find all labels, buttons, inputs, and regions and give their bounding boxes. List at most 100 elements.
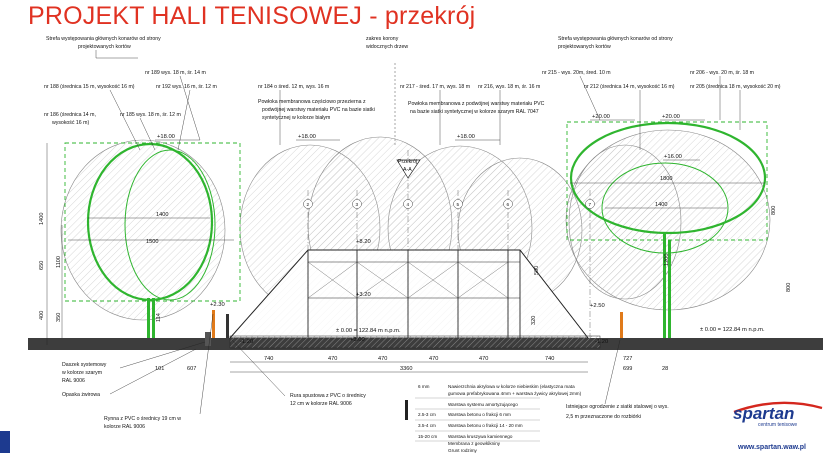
level-230: +2.30 [210, 302, 225, 308]
note-strefa-right-2: projektowanych kortów [558, 44, 611, 50]
hdim-470-d: 470 [479, 356, 488, 362]
note-tree-185: nr 185 wys. 18 m, śr. 12 m [120, 112, 181, 118]
tree-205-outline [569, 121, 767, 235]
note-tree-189: nr 189 wys. 18 m, śr. 14 m [145, 70, 206, 76]
note-zakres-1: zakres korony [366, 36, 399, 42]
level-18-right: +18.00 [457, 134, 475, 140]
trunk-3 [663, 232, 666, 340]
layer-desc: Grunt rodzimy [448, 448, 478, 453]
note-tree-217: nr 217 - śred. 17 m, wys. 18 m [400, 84, 470, 90]
level-zero-left: ± 0.00 = 122.84 m n.p.m. [336, 328, 401, 334]
axis-label: 7 [589, 202, 592, 207]
level-18-mid: +18.00 [298, 134, 316, 140]
note-strefa-right-1: Strefa występowania głównych konarów od … [558, 36, 673, 42]
gutter-left [205, 332, 211, 346]
crown-left-big [60, 139, 226, 321]
vdim-1400: 1400 [39, 213, 45, 225]
level-18-left: +18.00 [157, 134, 175, 140]
hdim-101: 101 [155, 366, 164, 372]
hdim-607: 607 [187, 366, 196, 372]
top-annotations: Strefa występowania głównych konarów od … [44, 36, 781, 126]
hdim-740-b: 740 [545, 356, 554, 362]
note-tree-205: nr 205 (średnica 18 m, wysokość 20 m) [690, 84, 781, 90]
vdim-800-a: 800 [771, 206, 777, 215]
layer-desc: Nawierzchnia akrylowa w kolorze niebiesk… [448, 384, 575, 389]
hdim-727: 727 [623, 356, 632, 362]
note-tree-192: nr 192 wys. 16 m, śr. 12 m [156, 84, 217, 90]
logo-name: spartan [733, 404, 795, 423]
note-opaska: Opaska żwirowa [62, 392, 100, 398]
axis-label: 3 [356, 202, 359, 207]
note-daszek-1: Daszek systemowy [62, 362, 107, 368]
note-rynna-2: kolorze RAL 9006 [104, 424, 145, 430]
note-ogrodzenie-2: 2,5 m przeznaczone do rozbiórki [566, 414, 641, 420]
level-20-a: +20.00 [592, 114, 610, 120]
trunk-2 [152, 298, 155, 338]
note-rynna-1: Rynna z PVC o średnicy 19 cm w [104, 416, 181, 422]
vdim-114: 114 [156, 313, 162, 322]
vdim-650: 650 [39, 261, 45, 270]
section-marker-id: A-A [403, 167, 412, 173]
downpipe-left [226, 314, 229, 338]
note-rura-1: Rura spustowa z PVC o średnicy [290, 393, 366, 399]
note-daszek-2: w kolorze szarym [62, 370, 102, 376]
layer-desc: gumowa prefabrykowana 4mm + warstwa żywi… [448, 391, 582, 396]
layer-desc: Membrana z geowłókniny [448, 441, 501, 446]
dimensions: 1400 1500 1800 1400 1400 650 400 1100 35… [39, 143, 792, 373]
hdim-740-a: 740 [264, 356, 273, 362]
vdim-500: 500 [534, 266, 540, 275]
note-powloka1-1: Powłoka membranowa częściowo przezierna … [258, 99, 366, 105]
left-accent-bar [0, 431, 10, 453]
note-tree-212: nr 212 (średnica 14 m, wysokość 16 m) [584, 84, 675, 90]
note-tree-206: nr 206 - wys. 20 m, śr. 18 m [690, 70, 754, 76]
axis-label: 2 [307, 202, 310, 207]
section-marker: Przekrój A-A [396, 159, 421, 179]
note-powloka1-3: syntetycznej w kolorze białym [262, 115, 330, 121]
level-250: +2.50 [590, 303, 605, 309]
footer-url[interactable]: www.spartan.waw.pl [738, 444, 806, 451]
vdim-320: 320 [531, 316, 537, 325]
hdim-699: 699 [623, 366, 632, 372]
axis-label: 4 [407, 202, 410, 207]
note-tree-215: nr 215 - wys. 20m, śred. 10 m [542, 70, 611, 76]
level-20-b: +20.00 [662, 114, 680, 120]
level-820: +8.20 [356, 239, 371, 245]
ground [28, 310, 823, 350]
layer-desc: Warstwa kruszywa kamiennego [448, 434, 513, 439]
vdim-1100: 1100 [56, 256, 62, 268]
axis-label: 6 [507, 202, 510, 207]
note-daszek-3: RAL 9006 [62, 378, 85, 384]
green-trees [86, 121, 767, 340]
dim-1800: 1800 [660, 176, 672, 182]
layer-legend: 6 mm Nawierzchnia akrylowa w kolorze nie… [405, 384, 582, 453]
crown-215 [568, 144, 682, 300]
tree-192-outline [124, 149, 216, 301]
level-markers: +18.00 +18.00 +18.00 +20.00 +20.00 +16.0… [155, 114, 765, 345]
layer-desc: Warstwa betonu o frakcji 14 - 20 mm [448, 423, 523, 428]
dim-1400-left: 1400 [156, 212, 168, 218]
trunk-4 [668, 240, 671, 340]
axis-label: 5 [457, 202, 460, 207]
orange-pole-right [620, 312, 623, 338]
axes: 2 3 4 5 6 7 [303, 150, 595, 345]
layer-thickness: 6 mm [418, 384, 430, 389]
note-tree-186-2: wysokość 16 m) [52, 120, 89, 126]
level-16: +16.00 [664, 154, 682, 160]
page-title: PROJEKT HALI TENISOWEJ - przekrój [28, 2, 476, 30]
hdim-470-c: 470 [429, 356, 438, 362]
note-tree-216: nr 216, wys. 18 m, śr. 16 m [478, 84, 540, 90]
hdim-3360: 3360 [400, 366, 412, 372]
bottom-notes: Daszek systemowy w kolorze szarym RAL 90… [62, 313, 669, 430]
note-tree-188: nr 188 (średnica 15 m, wysokość 16 m) [44, 84, 135, 90]
vdim-350: 350 [56, 313, 62, 322]
vdim-1200: 1200 [664, 254, 670, 266]
hdim-470-a: 470 [328, 356, 337, 362]
dim-1500: 1500 [146, 239, 158, 245]
hdim-28: 28 [662, 366, 668, 372]
layer-desc: Warstwa systemu amortyzującego [448, 402, 518, 407]
level-320: +3.20 [356, 292, 371, 298]
layer-thickness: 15-20 cm [418, 434, 437, 439]
section-marker-title: Przekrój [398, 159, 417, 165]
orange-pole-left [212, 310, 215, 338]
